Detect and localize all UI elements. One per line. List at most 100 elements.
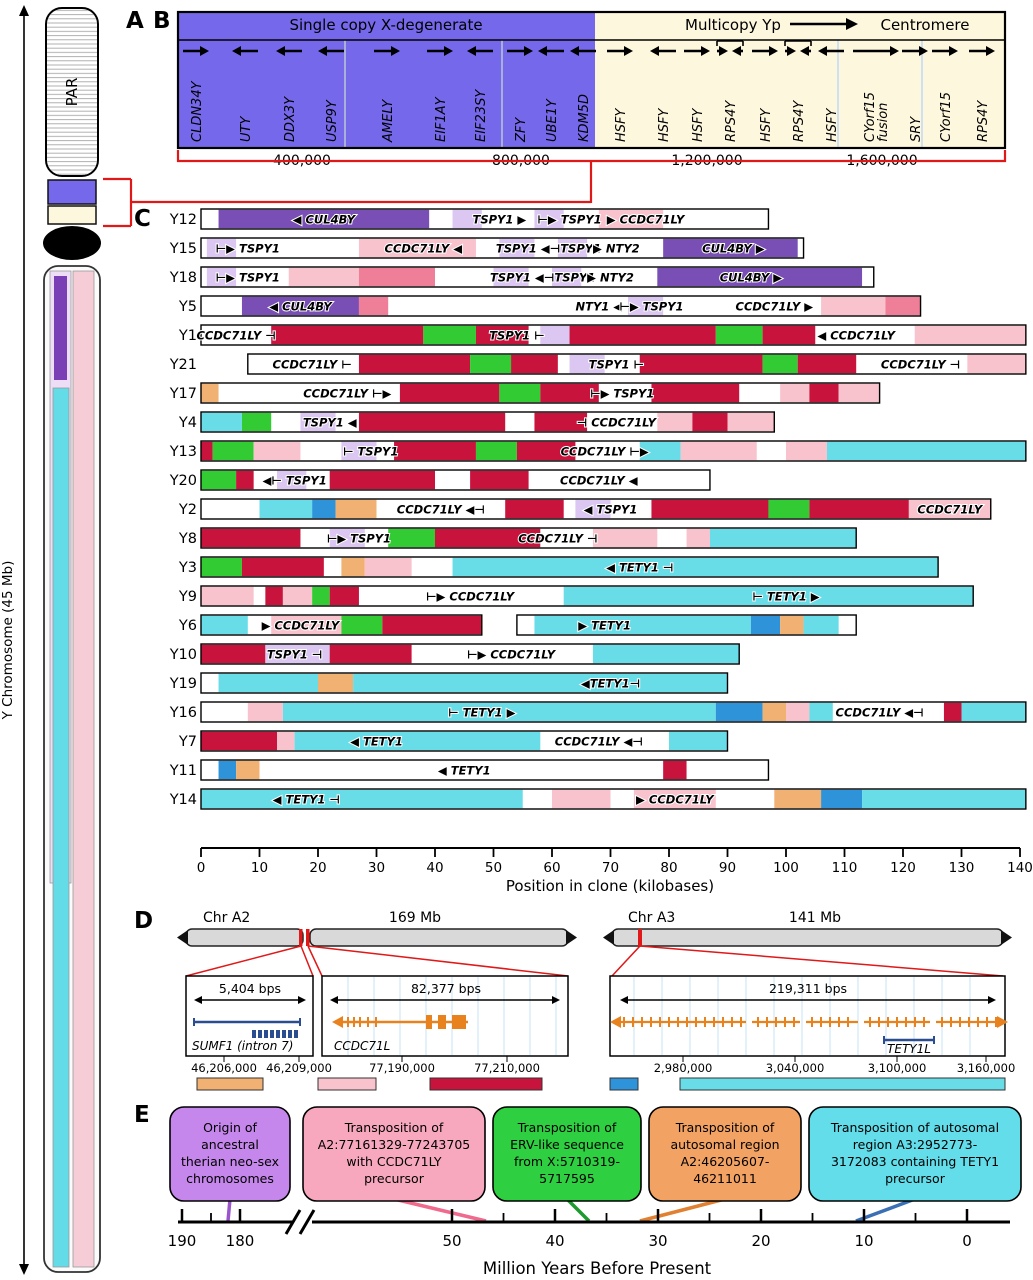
gene-label: HSFY (691, 107, 706, 142)
clone-segment (312, 499, 336, 519)
panel-b-letter: B (153, 8, 171, 34)
clone-bar (200, 643, 740, 665)
color-swatch (679, 1077, 1006, 1091)
clone-segment (592, 644, 740, 664)
clone-segment (657, 412, 693, 432)
clone-segment (435, 528, 541, 548)
clone-gene-label: ◀ CCDC71LY (817, 329, 896, 343)
clone-bar (200, 324, 1027, 346)
clone-gene-label: ⊢▶ TSPY1 (537, 213, 601, 227)
clone-gene-label: ⊢ TETY1 ▶ (752, 590, 819, 604)
clone-bar (200, 672, 729, 694)
clone-segment (364, 557, 412, 577)
clone-gene-label: ◀TETY1⊣ (581, 677, 640, 691)
event-pointer (639, 1197, 726, 1223)
gene-arrowhead-icon (800, 46, 809, 56)
inverted-repeat-bracket (716, 40, 744, 46)
clone-segment (218, 760, 237, 780)
clone-gene-label: ▶ NTY2 (587, 271, 634, 285)
clone-segment (557, 238, 588, 258)
gene-label: UTY (239, 116, 254, 142)
span-arrowhead-icon (620, 996, 628, 1004)
clone-segment (914, 325, 1026, 345)
clone-gene-label: TSPY1 ◀ (490, 271, 544, 285)
clone-gene-label: CCDC71LY ◀⊣ (555, 735, 643, 749)
gene-arrowhead-icon (467, 46, 476, 56)
clone-name: Y19 (169, 676, 197, 692)
clone-segment (803, 615, 839, 635)
clone-gene-label: ◀ CUL4BY (269, 300, 333, 314)
clone-segment (201, 470, 237, 490)
panel-b-box (176, 10, 1007, 150)
timeline-tick-label: 30 (648, 1232, 667, 1250)
clone-segment (885, 296, 921, 316)
clone-bar (200, 730, 729, 752)
gene-arrowhead-icon (538, 46, 547, 56)
chr-a2-arm-right (309, 928, 569, 947)
exon-dash (282, 1030, 286, 1038)
event-text-line: autosomal region (670, 1137, 779, 1152)
chr-a2-size: 169 Mb (389, 910, 441, 926)
kb-axis-tick-label: 20 (309, 860, 326, 876)
clone-segment (201, 383, 219, 403)
event-text-line: chromosomes (186, 1171, 274, 1186)
timeline-tick-label: 190 (168, 1232, 197, 1250)
color-swatch (317, 1077, 377, 1091)
clone-name: Y9 (178, 589, 197, 605)
color-swatch (429, 1077, 543, 1091)
gene-arrowhead-icon (890, 46, 899, 56)
clone-name: Y7 (178, 734, 197, 750)
clone-gene-label: TSPY1 ⊢ (589, 358, 644, 372)
clone-segment (341, 615, 383, 635)
clone-segment (236, 760, 260, 780)
gene-label: fusion (876, 103, 891, 142)
exon-dash (276, 1030, 280, 1038)
clone-bar (200, 701, 1027, 723)
coord-tick-label: 3,040,000 (766, 1061, 825, 1075)
clone-name: Y16 (169, 705, 197, 721)
clone-segment (499, 383, 541, 403)
clone-segment (774, 789, 822, 809)
clone-segment (358, 267, 435, 287)
gene-arrowhead-icon (949, 46, 958, 56)
event-text-line: A2:46205607- (681, 1154, 770, 1169)
clone-segment (282, 586, 313, 606)
par-label: PAR (63, 78, 81, 107)
clone-segment (265, 644, 330, 664)
clone-gene-label: ▶ CCDC71LY (262, 619, 341, 633)
clone-bar (200, 556, 939, 578)
clone-segment (247, 702, 283, 722)
event-text-line: Origin of (203, 1120, 257, 1135)
clone-axis-title: Position in clone (kilobases) (506, 877, 714, 895)
clone-segment (475, 325, 529, 345)
clone-segment (241, 412, 272, 432)
gene-arrowhead-icon (624, 46, 633, 56)
clone-bar (200, 788, 1027, 810)
clone-gene-label: ◀ TETY1 ⊣ (273, 793, 340, 807)
clone-name: Y14 (169, 792, 197, 808)
par-hatch (47, 9, 97, 175)
gene-label: EIF23SY (474, 89, 489, 142)
arrow-down-icon (19, 1264, 29, 1275)
clone-segment (218, 209, 430, 229)
clone-segment (657, 267, 863, 287)
gene-label: UBE1Y (545, 98, 560, 142)
tety1l-gene-label: TETY1L (887, 1042, 931, 1056)
clone-segment (786, 441, 827, 461)
gene-arrowhead-icon (732, 46, 741, 56)
chr-end-arrow-icon (1001, 930, 1012, 945)
clone-name: Y2 (178, 502, 197, 518)
clone-gene-label: ⊢▶ CCDC71LY (467, 648, 557, 662)
clone-gene-label: CCDC71LY ▶ (736, 300, 814, 314)
sumf1-gene-label: SUMF1 (intron 7) (192, 1039, 293, 1053)
pink-band (72, 270, 95, 1268)
clone-segment (206, 238, 237, 258)
clone-segment (967, 354, 1026, 374)
gene-label: CYorf15 (939, 92, 954, 142)
clone-segment (762, 702, 786, 722)
exon-dash (252, 1030, 256, 1038)
detail-box-sumf1 (185, 975, 314, 1057)
